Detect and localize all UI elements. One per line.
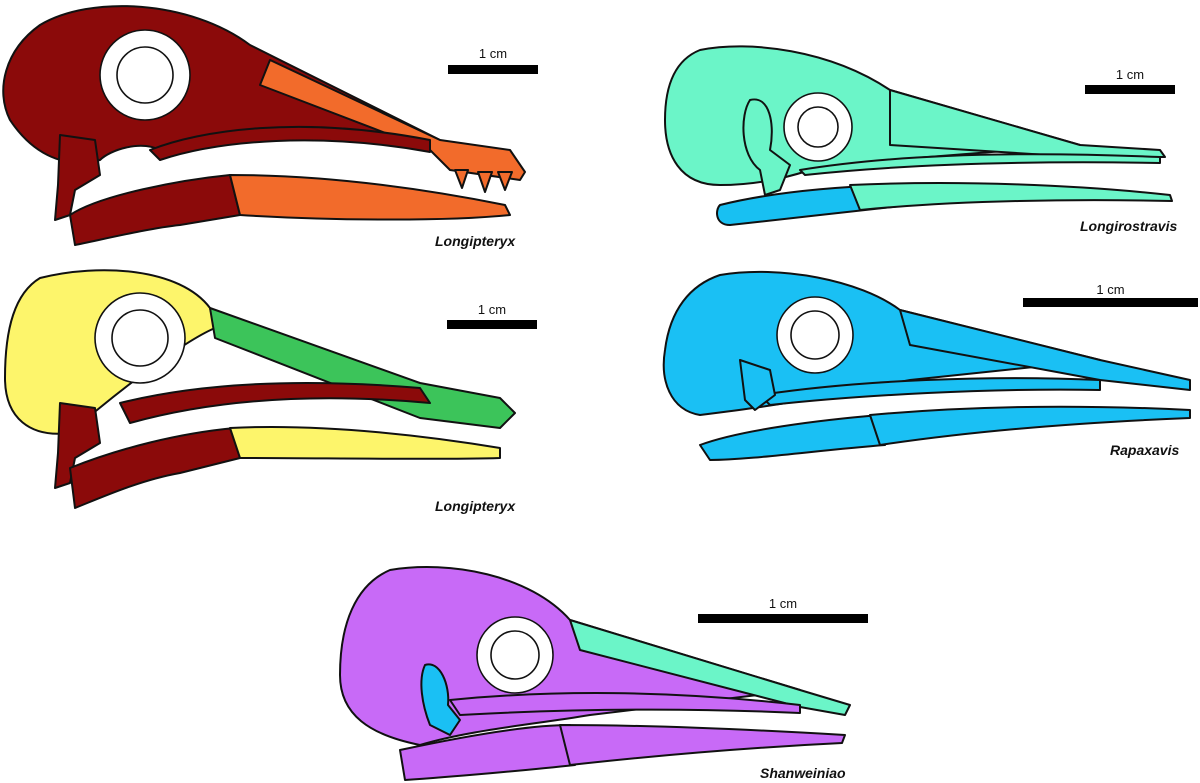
premaxilla (569, 619, 851, 716)
skull-panel-longirostravis: 1 cm Longirostravis (660, 45, 1200, 245)
skull-panel-longipteryx-top: 1 cm Longipteryx (0, 0, 540, 250)
taxon-label: Longipteryx (435, 498, 516, 514)
skull-panel-longipteryx-middle: 1 cm Longipteryx (0, 268, 540, 518)
skull-drawing-longipteryx-middle (4, 269, 516, 509)
taxon-label: Shanweiniao (760, 765, 846, 781)
scale-label: 1 cm (768, 596, 798, 611)
mandible-front (229, 426, 501, 460)
sclerotic-ring-inner (790, 310, 840, 360)
premaxilla (889, 89, 1166, 158)
mandible-front (559, 724, 846, 766)
mandible-front (849, 182, 1173, 211)
teeth (454, 169, 513, 193)
sclerotic-ring-inner (116, 46, 174, 104)
scale-bar (1023, 298, 1198, 307)
scale-bar (447, 320, 537, 329)
quadrate (742, 98, 791, 196)
cranium (662, 270, 1101, 416)
scale-label: 1 cm (1115, 67, 1145, 82)
quadrate (739, 359, 776, 411)
premaxilla (259, 59, 526, 181)
sclerotic-ring-inner (111, 309, 169, 367)
skull-panel-shanweiniao: 1 cm Shanweiniao (330, 565, 870, 781)
mandible-front (229, 174, 511, 221)
jugal-bar (449, 692, 801, 716)
mandible-front (869, 405, 1191, 446)
jugal-bar (799, 153, 1161, 176)
quadrate (420, 663, 461, 736)
premaxilla (209, 307, 516, 429)
scale-bar (698, 614, 868, 623)
jugal-bar (119, 382, 431, 424)
skull-drawing-longipteryx-top (2, 5, 526, 246)
scale-label: 1 cm (1096, 282, 1125, 297)
cranium (339, 566, 801, 746)
taxon-label: Longirostravis (1080, 218, 1178, 234)
jugal-bar (149, 125, 431, 161)
taxon-label: Rapaxavis (1110, 442, 1180, 458)
scale-bar (448, 65, 538, 74)
jugal-bar (759, 377, 1101, 406)
sclerotic-ring-inner (490, 630, 540, 680)
taxon-label: Longipteryx (435, 233, 516, 249)
scale-label: 1 cm (478, 46, 508, 61)
quadrate (54, 134, 101, 221)
mandible-rear (699, 414, 886, 461)
skull-drawing-shanweiniao (339, 566, 851, 781)
skull-drawing-longirostravis (664, 45, 1173, 226)
scale-label: 1 cm (477, 302, 507, 317)
mandible-rear (69, 174, 241, 246)
sclerotic-ring-inner (797, 106, 839, 148)
premaxilla (899, 309, 1191, 391)
scale-bar (1085, 85, 1175, 94)
skull-panel-rapaxavis: 1 cm Rapaxavis (660, 270, 1200, 470)
skull-drawing-rapaxavis (662, 270, 1191, 461)
